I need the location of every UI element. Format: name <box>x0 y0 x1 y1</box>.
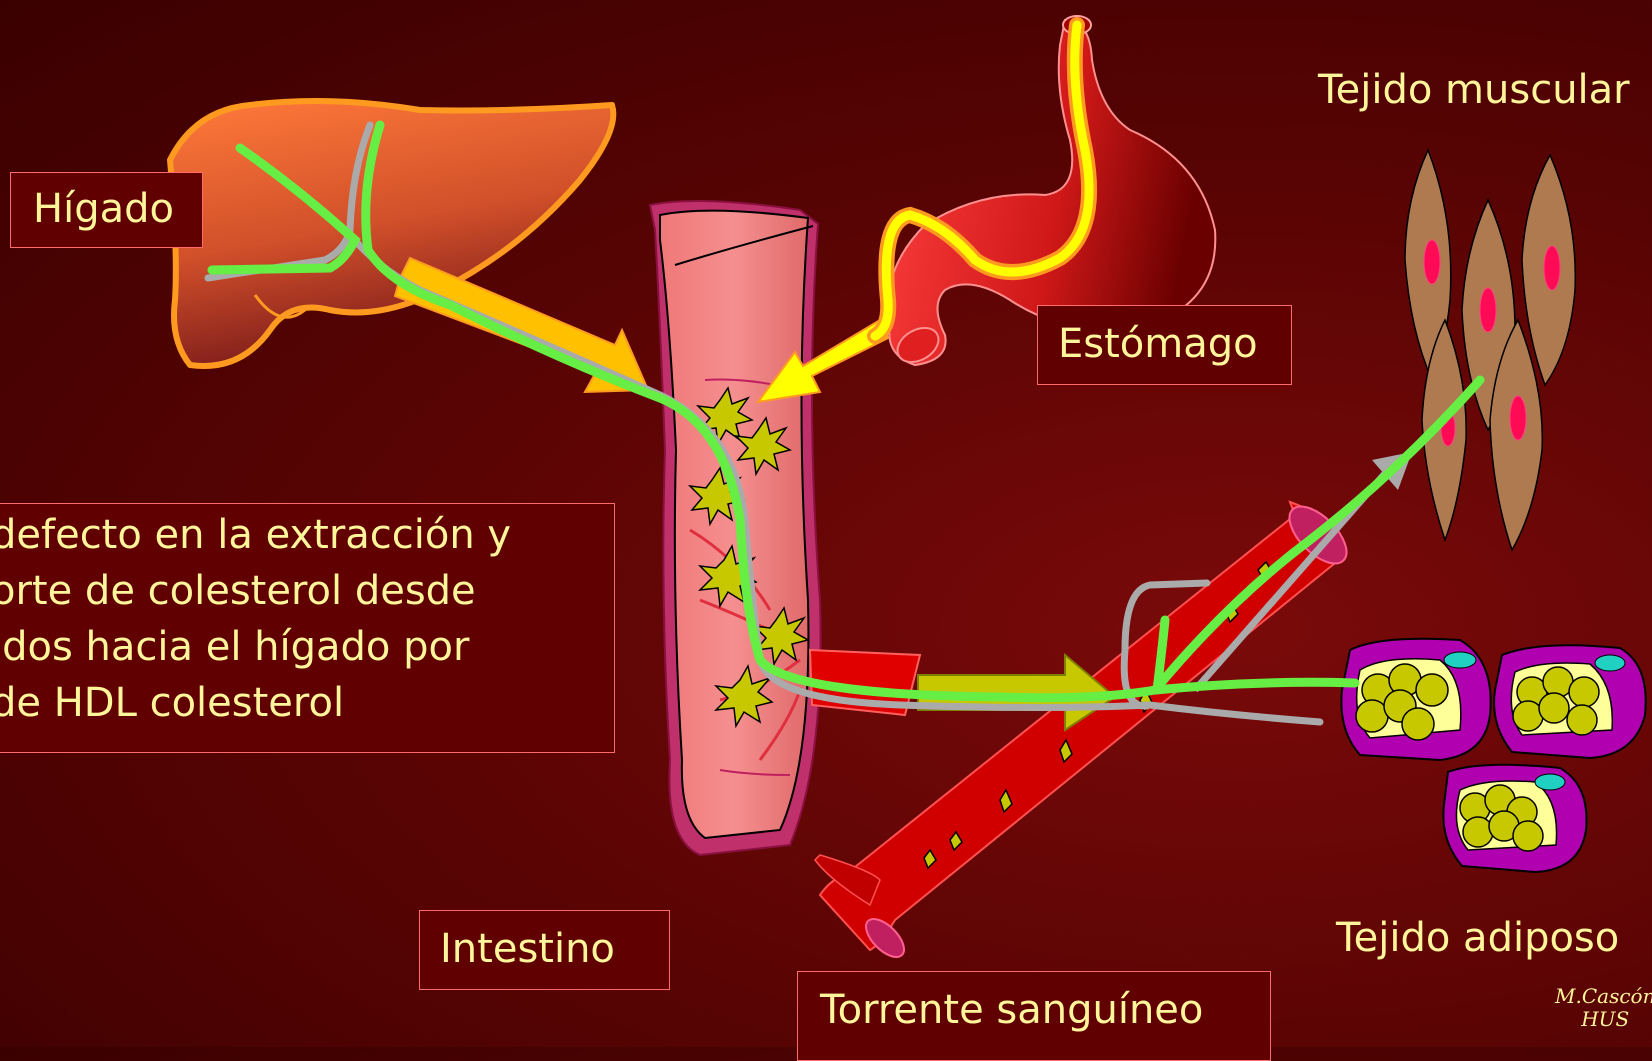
description-box: defecto en la extracción y orte de coles… <box>0 503 615 753</box>
bloodstream-label: Torrente sanguíneo <box>797 971 1271 1061</box>
intestine-label: Intestino <box>419 910 670 990</box>
muscle-cells <box>1405 150 1575 550</box>
signature-institution: HUS <box>1555 1008 1652 1031</box>
muscle-tissue-label: Tejido muscular <box>1318 70 1630 110</box>
intestine-organ <box>650 201 920 855</box>
adipocyte <box>1443 765 1586 872</box>
liver-label: Hígado <box>10 172 203 248</box>
author-signature: M.Cascón HUS <box>1555 985 1652 1031</box>
adipocyte <box>1494 645 1646 758</box>
adipocytes <box>1341 639 1645 872</box>
description-line: defecto en la extracción y <box>0 512 511 558</box>
description-line: orte de colesterol desde <box>0 568 476 614</box>
adipose-tissue-label: Tejido adiposo <box>1336 918 1619 958</box>
signature-name: M.Cascón <box>1555 985 1652 1008</box>
adipocyte <box>1341 639 1490 760</box>
stomach-label: Estómago <box>1037 305 1292 385</box>
description-line: de HDL colesterol <box>0 680 344 726</box>
description-line: idos hacia el hígado por <box>0 624 469 670</box>
